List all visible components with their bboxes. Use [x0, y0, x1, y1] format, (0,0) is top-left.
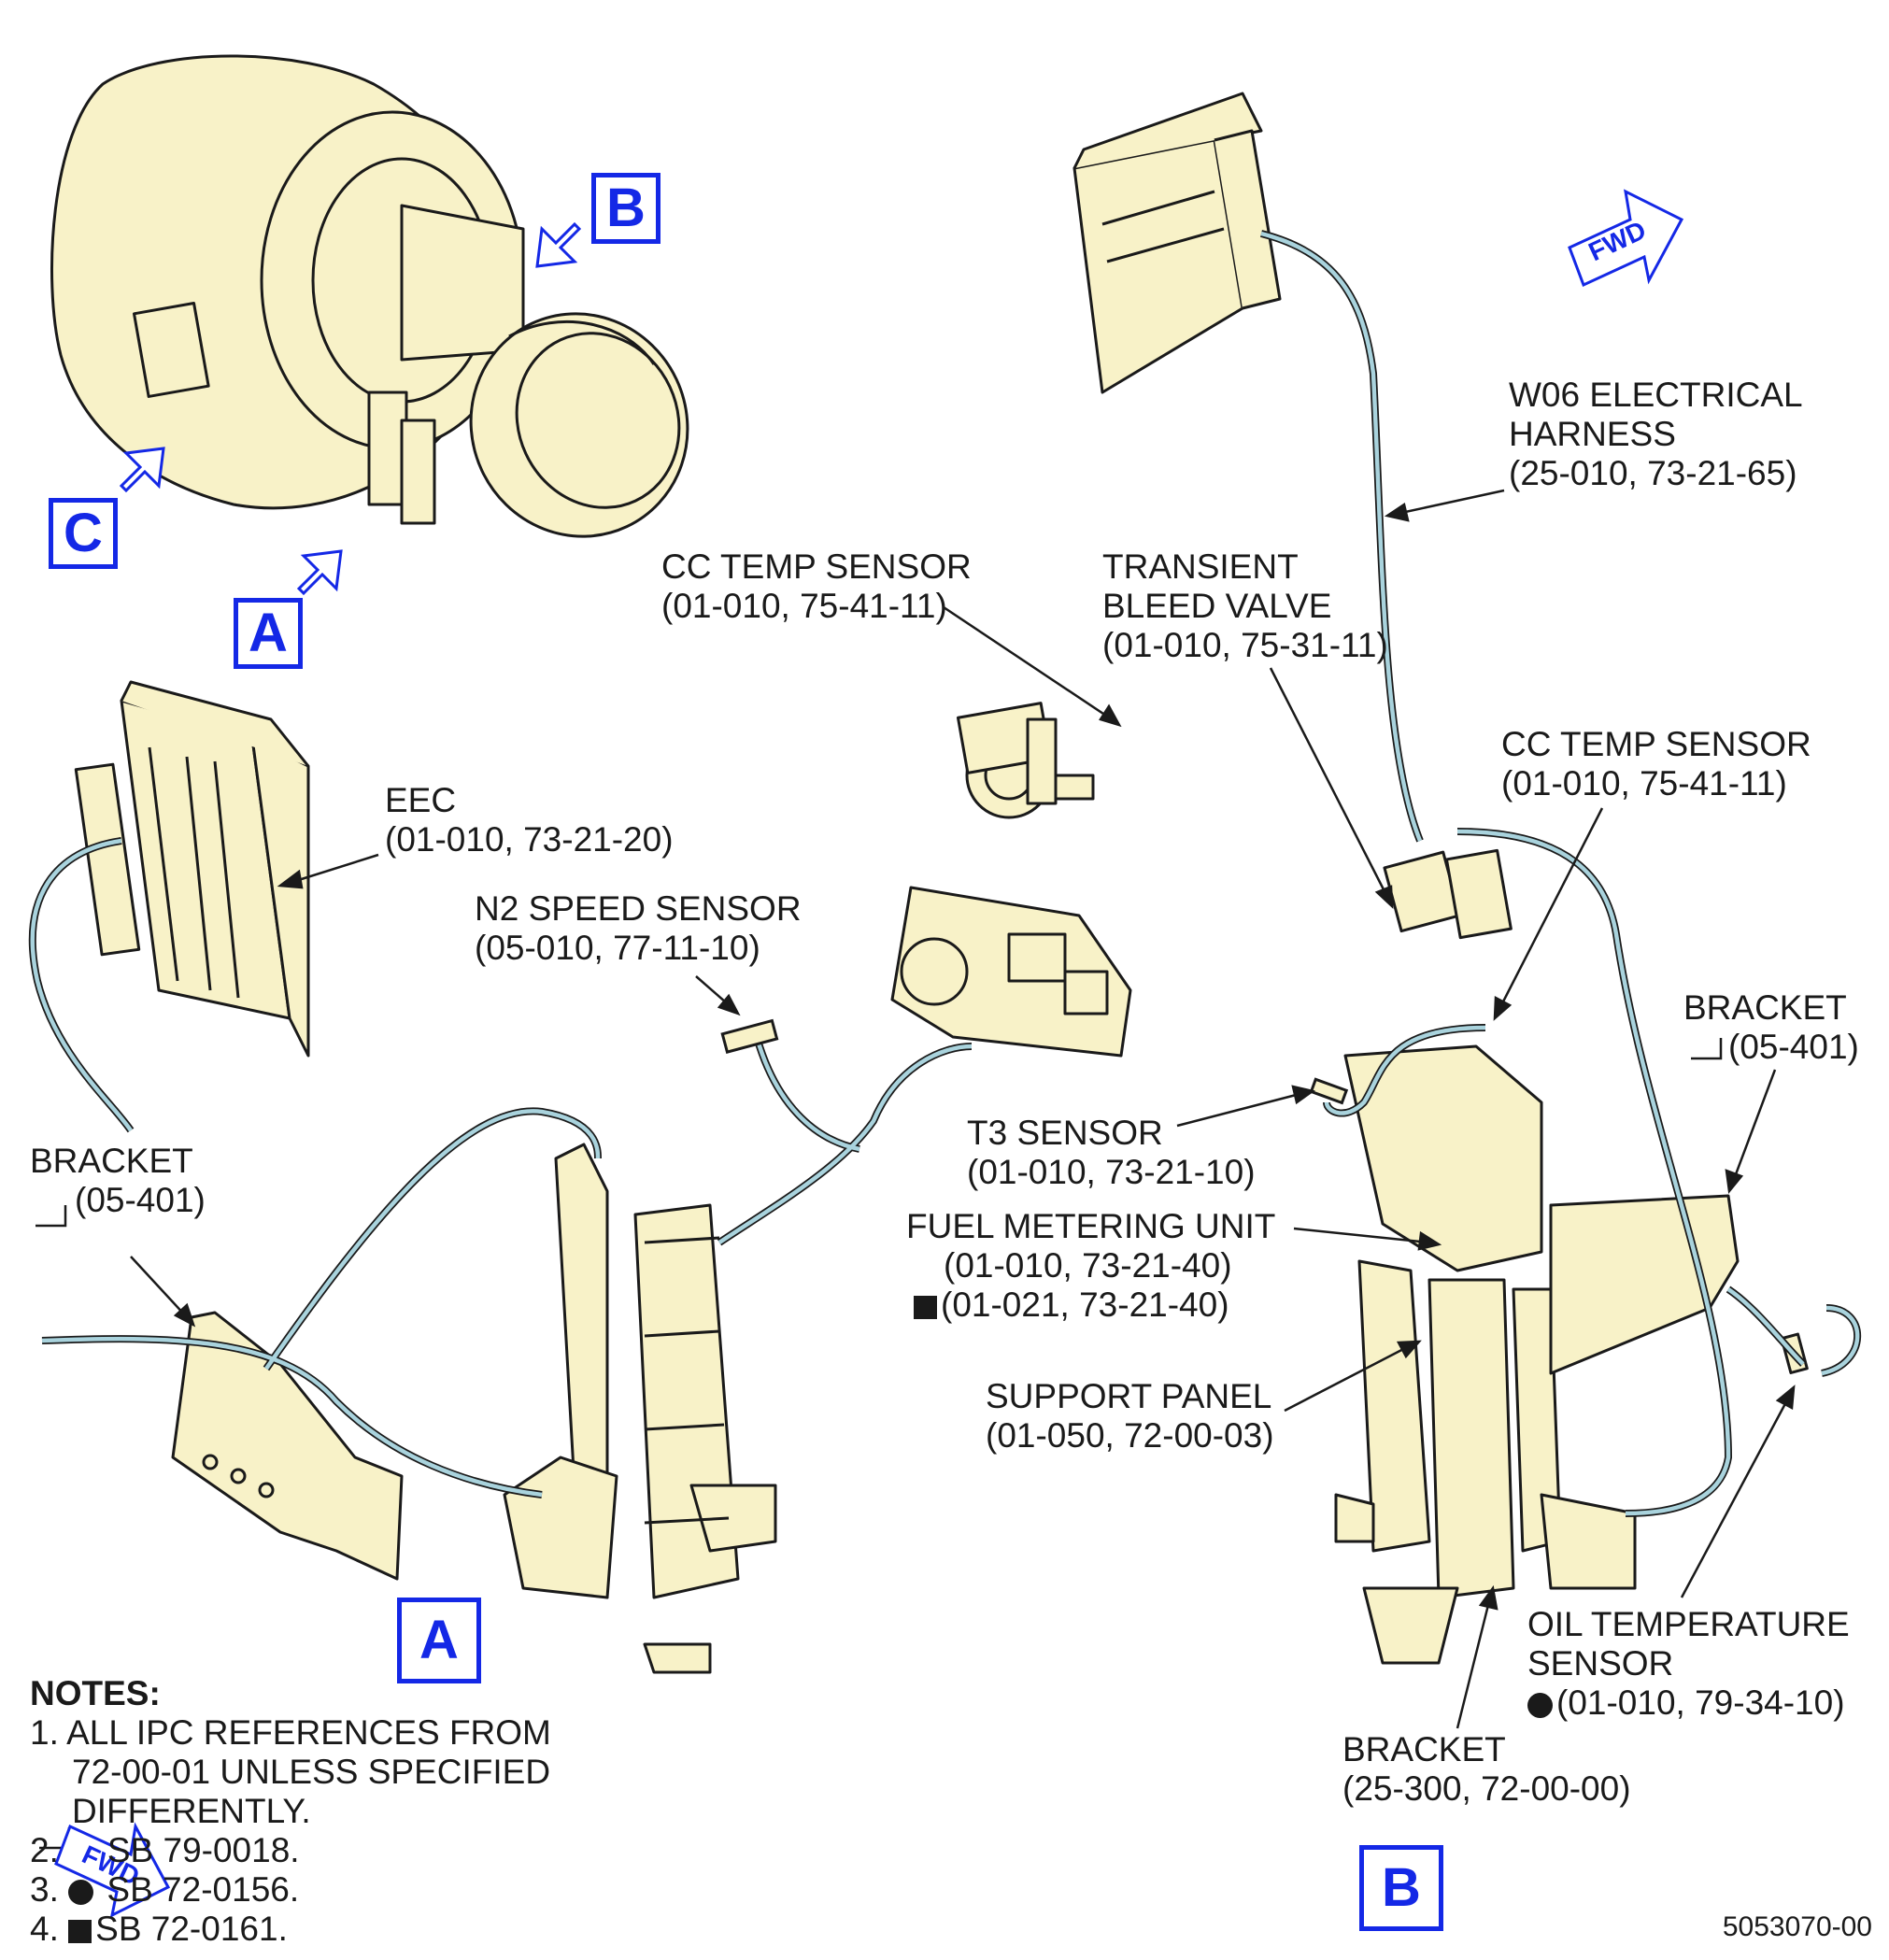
callout-bracket-view-a: BRACKET (05-401) — [30, 1142, 206, 1220]
callout-line: OIL TEMPERATURE — [1527, 1605, 1850, 1643]
n2-speed-sensor — [720, 1018, 779, 1054]
callout-n2-speed-sensor: N2 SPEED SENSOR (05-010, 77-11-10) — [475, 889, 802, 968]
note-text: SB 79-0018. — [107, 1831, 300, 1869]
callout-line: (01-021, 73-21-40) — [906, 1285, 1275, 1325]
bracket-view-a — [171, 1311, 404, 1581]
callout-bracket-25-300: BRACKET (25-300, 72-00-00) — [1342, 1730, 1631, 1809]
callout-line: (05-401) — [1728, 1028, 1859, 1066]
view-marker-a: A — [397, 1598, 481, 1683]
callout-line: (01-010, 75-41-11) — [661, 587, 947, 625]
fwd-arrow-view-a — [54, 1822, 171, 1918]
note-text: SB 72-0156. — [107, 1870, 300, 1909]
callout-line: T3 SENSOR — [967, 1114, 1163, 1152]
callout-transient-bleed-valve: TRANSIENT BLEED VALVE (01-010, 75-31-11) — [1102, 547, 1388, 665]
note-text: SB 72-0161. — [95, 1910, 288, 1948]
sb-circle-symbol — [68, 1879, 94, 1905]
callout-line: EEC — [385, 781, 457, 819]
callout-line: (01-010, 79-34-10) — [1527, 1683, 1850, 1723]
callout-line: SENSOR — [1527, 1644, 1674, 1683]
view-marker-b: B — [1359, 1845, 1443, 1931]
fuel-metering-assembly-view-a — [890, 886, 1132, 1058]
sb-square-symbol — [68, 1919, 92, 1943]
callout-line: (01-010, 73-21-20) — [385, 820, 674, 859]
support-panel-view-a — [503, 1143, 777, 1674]
note-3: 3. SB 72-0156. — [30, 1870, 551, 1910]
note-1-cont: 72-00-01 UNLESS SPECIFIED — [72, 1753, 551, 1791]
callout-line: CC TEMP SENSOR — [661, 547, 972, 586]
view-marker-b-overview: B — [591, 173, 660, 244]
callout-line: CC TEMP SENSOR — [1501, 725, 1811, 763]
callout-t3-sensor: T3 SENSOR (01-010, 73-21-10) — [967, 1114, 1256, 1192]
callout-line: BRACKET — [30, 1142, 193, 1180]
note-2: 2. SB 79-0018. — [30, 1831, 551, 1870]
view-marker-c-overview: C — [49, 498, 118, 569]
eec-unit-view-a — [74, 680, 310, 1058]
notes-block: NOTES: 1. ALL IPC REFERENCES FROM 72-00-… — [30, 1674, 551, 1949]
leader-lines — [130, 489, 1796, 1729]
callout-cc-temp-sensor-b: CC TEMP SENSOR (01-010, 75-41-11) — [1501, 725, 1811, 803]
support-assembly-view-b — [1334, 848, 1809, 1665]
note-1-cont: DIFFERENTLY. — [72, 1792, 311, 1830]
callout-line: (01-010, 73-21-10) — [967, 1153, 1256, 1191]
callout-oil-temperature-sensor: OIL TEMPERATURE SENSOR (01-010, 79-34-10… — [1527, 1605, 1850, 1723]
callout-line: BLEED VALVE — [1102, 587, 1332, 625]
callout-w06-harness: W06 ELECTRICAL HARNESS (25-010, 73-21-65… — [1509, 376, 1803, 493]
callout-bracket-view-b: BRACKET (05-401) — [1683, 988, 1859, 1067]
callout-fuel-metering-unit: FUEL METERING UNIT (01-010, 73-21-40) (0… — [906, 1207, 1275, 1325]
callout-line: BRACKET — [1342, 1730, 1506, 1768]
note-number: 3. — [30, 1870, 59, 1909]
callout-line-text: (01-010, 79-34-10) — [1556, 1683, 1845, 1722]
callout-line: (25-300, 72-00-00) — [1342, 1769, 1631, 1808]
t3-sensor — [1309, 1077, 1349, 1105]
callout-line: N2 SPEED SENSOR — [475, 889, 802, 928]
callout-line: (01-010, 73-21-40) — [944, 1246, 1232, 1285]
callout-line: (01-010, 75-41-11) — [1501, 764, 1787, 802]
note-1: 1. ALL IPC REFERENCES FROM — [30, 1713, 551, 1752]
callout-line: (01-050, 72-00-03) — [986, 1416, 1274, 1455]
callout-line: FUEL METERING UNIT — [906, 1207, 1276, 1245]
callout-line-text: (01-021, 73-21-40) — [941, 1285, 1229, 1324]
note-number: 4. — [30, 1910, 59, 1948]
callout-line: (25-010, 73-21-65) — [1509, 454, 1797, 492]
notes-title: NOTES: — [30, 1674, 161, 1712]
callout-line: W06 ELECTRICAL — [1509, 376, 1803, 414]
fwd-arrow-view-b — [1568, 189, 1684, 288]
callout-cc-temp-sensor-a: CC TEMP SENSOR (01-010, 75-41-11) — [661, 547, 972, 626]
callout-line: SUPPORT PANEL — [986, 1377, 1272, 1415]
sb-square-symbol — [914, 1295, 937, 1319]
callout-line: (05-401) — [75, 1181, 206, 1219]
callout-line: (01-010, 75-31-11) — [1102, 626, 1388, 664]
callout-line: HARNESS — [1509, 415, 1676, 453]
callout-eec: EEC (01-010, 73-21-20) — [385, 781, 674, 859]
note-number: 2. — [30, 1831, 59, 1869]
callout-support-panel: SUPPORT PANEL (01-050, 72-00-03) — [986, 1377, 1274, 1456]
valve-assembly — [956, 702, 1095, 819]
note-4: 4. SB 72-0161. — [30, 1910, 551, 1949]
eec-unit-view-b — [1072, 92, 1282, 394]
view-marker-a-overview: A — [234, 598, 303, 669]
callout-line: TRANSIENT — [1102, 547, 1299, 586]
callout-line: (05-010, 77-11-10) — [475, 929, 760, 967]
engine-overview — [50, 54, 689, 538]
sb-circle-symbol — [1527, 1692, 1553, 1718]
view-direction-arrows — [119, 221, 582, 596]
figure-number: 5053070-00 — [1722, 1911, 1872, 1942]
callout-line: BRACKET — [1683, 988, 1847, 1027]
